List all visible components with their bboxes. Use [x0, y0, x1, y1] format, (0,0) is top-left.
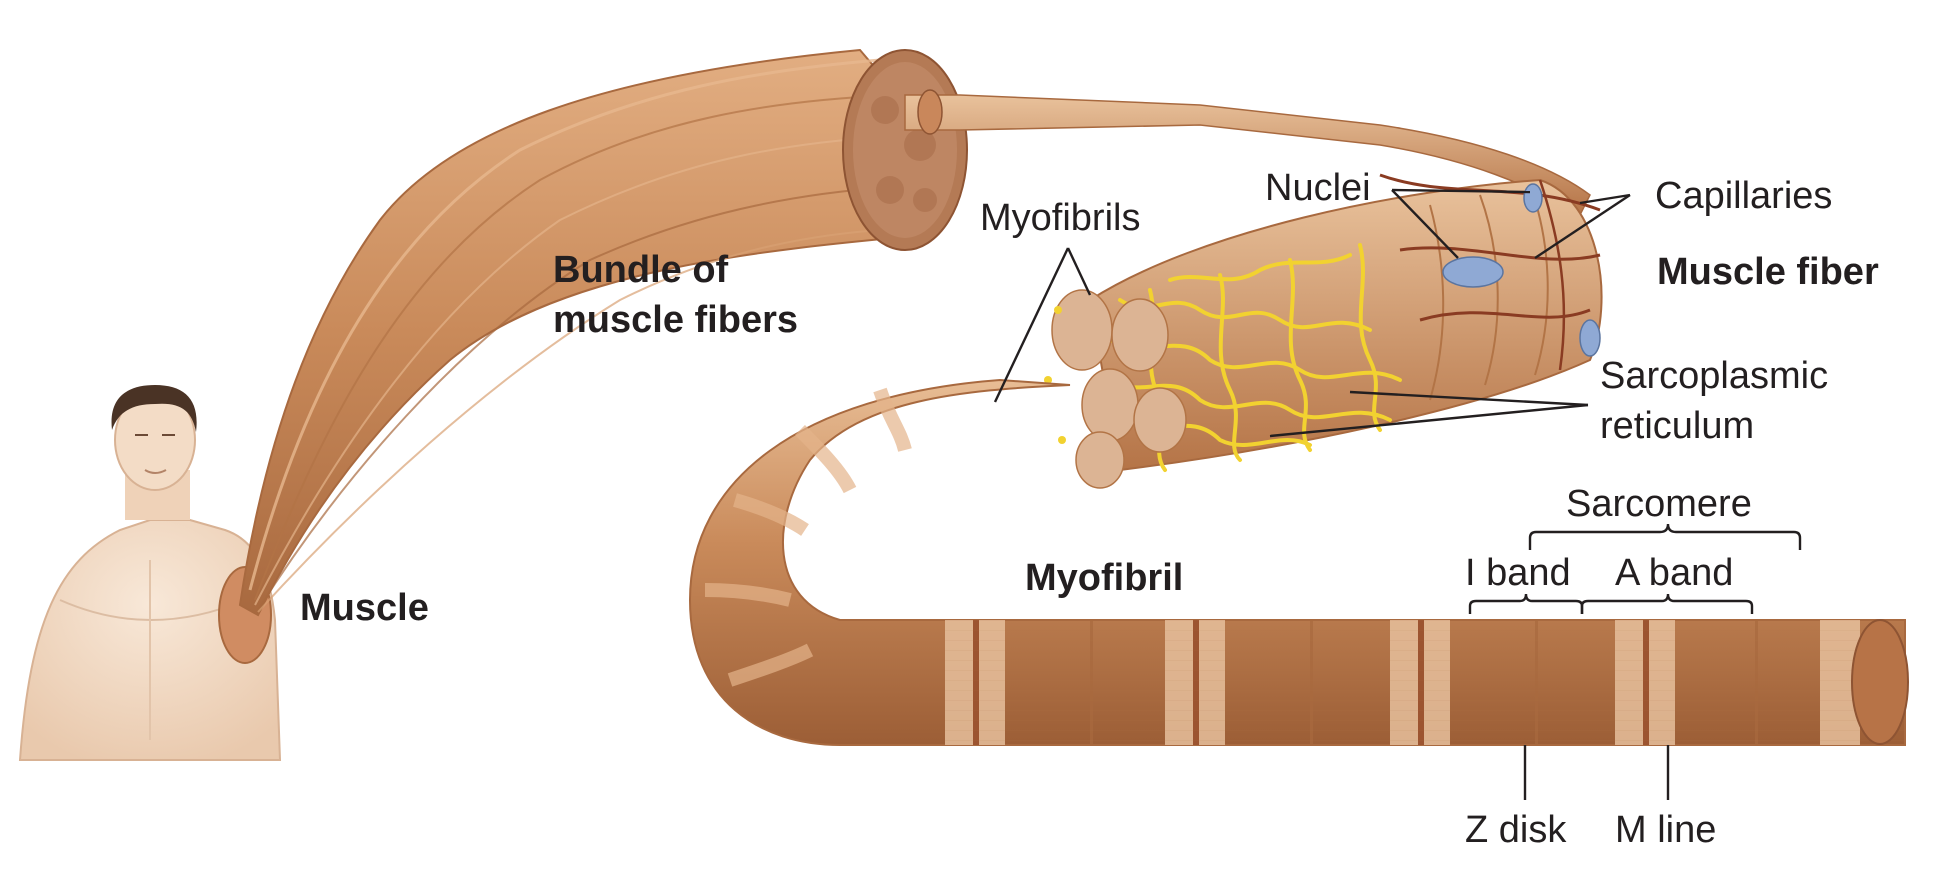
label-sarcoplasmic-line2: reticulum [1600, 405, 1754, 447]
label-i-band: I band [1465, 552, 1571, 594]
nucleus [1579, 319, 1601, 357]
label-m-line: M line [1615, 809, 1716, 851]
label-myofibril: Myofibril [1025, 557, 1183, 599]
nucleus [1442, 256, 1504, 288]
label-sarcoplasmic-line1: Sarcoplasmic [1600, 355, 1828, 397]
leader-lines [993, 188, 1802, 800]
label-a-band: A band [1615, 552, 1733, 594]
label-z-disk: Z disk [1465, 809, 1567, 851]
label-nuclei: Nuclei [1265, 167, 1371, 209]
myofibril-tube [688, 378, 1909, 746]
muscle-fiber-cylinder [1044, 173, 1603, 489]
label-bundle-line1: Bundle of [553, 249, 729, 291]
label-muscle: Muscle [300, 587, 429, 629]
label-capillaries: Capillaries [1655, 175, 1832, 217]
label-myofibrils: Myofibrils [980, 197, 1140, 239]
nucleus [1523, 183, 1543, 213]
human-figure [18, 385, 282, 761]
label-bundle-line2: muscle fibers [553, 299, 798, 341]
label-sarcomere: Sarcomere [1566, 483, 1752, 525]
label-muscle-fiber: Muscle fiber [1657, 251, 1879, 293]
